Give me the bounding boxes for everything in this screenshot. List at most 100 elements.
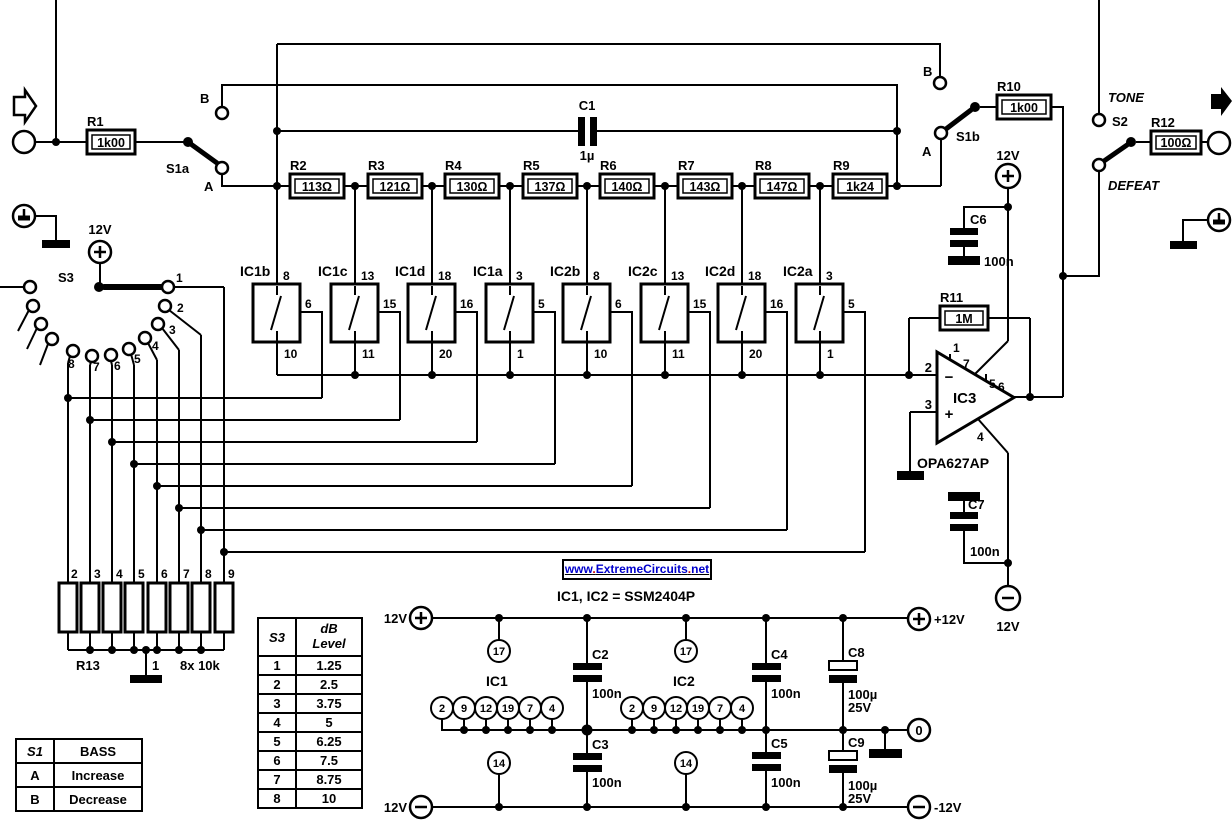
supply-12v-minus-ic3: 12V — [994, 584, 1022, 634]
rotary-switch-s3: 12V S3 1 2 3 4 5 6 7 8 — [22, 222, 184, 374]
svg-text:15: 15 — [383, 297, 397, 311]
svg-text:C3: C3 — [592, 737, 609, 752]
capacitor-c7: C7 100n — [948, 492, 1000, 559]
net-s3-drops — [67, 286, 225, 583]
s3-table-header: S3 — [257, 617, 297, 657]
plus12-label: +12V — [934, 612, 965, 627]
svg-text:16: 16 — [770, 297, 784, 311]
svg-text:4: 4 — [549, 703, 556, 715]
svg-text:147Ω: 147Ω — [767, 180, 798, 194]
s1b-a-label: A — [922, 144, 932, 159]
svg-text:1µ: 1µ — [580, 148, 595, 163]
resistor-r4: R4 130Ω — [443, 158, 501, 200]
net-ground-right — [1182, 219, 1208, 241]
svg-text:5: 5 — [538, 297, 545, 311]
s1a-b-label: B — [200, 91, 209, 106]
svg-text:13: 13 — [671, 269, 685, 283]
s2-label: S2 — [1112, 114, 1128, 129]
svg-text:IC2c: IC2c — [628, 263, 658, 279]
s1a-contact-a — [214, 160, 230, 176]
capacitor-c8: C8 100µ 25V — [828, 645, 877, 715]
net-s1b-r10 — [980, 106, 1064, 397]
svg-text:7: 7 — [183, 567, 190, 581]
resistor-r9: R9 1k24 — [831, 158, 889, 200]
svg-text:1k24: 1k24 — [846, 180, 874, 194]
svg-text:IC1b: IC1b — [240, 263, 270, 279]
power-section: IC1, IC2 = SSM2404P 12V 12V 17 17 14 14 … — [384, 588, 965, 820]
opamp-ic3: 2 3 − + IC3 1 7 5 6 4 OPA627AP — [897, 341, 1017, 480]
svg-text:6: 6 — [161, 567, 168, 581]
svg-text:8: 8 — [205, 567, 212, 581]
s1b-b-label: B — [923, 64, 932, 79]
resistor-r12: R12 100Ω — [1149, 115, 1203, 156]
svg-text:11: 11 — [362, 347, 375, 361]
net-ground-left — [35, 215, 57, 240]
net-switch-controls — [300, 311, 866, 552]
net-input — [35, 0, 188, 143]
svg-text:C5: C5 — [771, 736, 788, 751]
svg-text:3: 3 — [94, 567, 101, 581]
svg-text:IC2a: IC2a — [783, 263, 813, 279]
svg-text:−: − — [945, 369, 954, 386]
net-vplus — [963, 188, 1009, 341]
svg-text:4: 4 — [739, 703, 746, 715]
svg-text:R9: R9 — [833, 158, 850, 173]
svg-text:100n: 100n — [970, 544, 1000, 559]
resistor-network-r13: 2 3 4 5 6 7 8 9 R13 1 8x 10k — [57, 567, 235, 683]
svg-text:2: 2 — [439, 703, 445, 715]
svg-text:25V: 25V — [848, 791, 871, 806]
s1a-a-label: A — [204, 179, 214, 194]
s1b-label: S1b — [956, 129, 980, 144]
capacitor-c9: C9 100µ 25V — [828, 735, 877, 806]
resistor-r5: R5 137Ω — [521, 158, 579, 200]
svg-text:R4: R4 — [445, 158, 462, 173]
svg-text:9: 9 — [228, 567, 235, 581]
switch-s1b: S1b B A — [922, 64, 980, 159]
svg-text:6: 6 — [998, 380, 1005, 394]
svg-text:5: 5 — [134, 352, 141, 366]
analog-switch-ic1c: IC1c 13 15 11 — [318, 263, 397, 361]
s2-contact-defeat — [1091, 157, 1107, 173]
net-switch-tops — [354, 186, 821, 284]
svg-text:5: 5 — [989, 377, 996, 391]
svg-text:12: 12 — [670, 703, 682, 715]
analog-switch-ic2b: IC2b 8 6 10 — [550, 263, 622, 361]
s1a-lever — [185, 139, 220, 166]
svg-text:4: 4 — [152, 339, 159, 353]
svg-text:3: 3 — [169, 323, 176, 337]
resistor-r2: R2 113Ω — [288, 158, 346, 200]
svg-text:100Ω: 100Ω — [1161, 136, 1192, 150]
ground-left — [11, 203, 70, 248]
svg-text:IC1c: IC1c — [318, 263, 348, 279]
svg-text:100n: 100n — [592, 775, 622, 790]
svg-text:3: 3 — [826, 269, 833, 283]
svg-text:4: 4 — [977, 430, 984, 444]
svg-text:1M: 1M — [955, 312, 972, 326]
analog-switch-ic1d: IC1d 18 16 20 — [395, 263, 474, 361]
capacitor-c4: C4 100n — [752, 647, 801, 701]
svg-text:8: 8 — [283, 269, 290, 283]
svg-text:3: 3 — [925, 397, 932, 412]
analog-switch-ic1b: IC1b 8 6 10 — [240, 263, 312, 361]
capacitor-c3: C3 100n — [573, 737, 622, 790]
ic3-label: IC3 — [953, 390, 976, 407]
capacitor-c1: C1 1µ — [578, 98, 597, 163]
svg-text:8x 10k: 8x 10k — [180, 658, 221, 673]
svg-text:IC1a: IC1a — [473, 263, 503, 279]
svg-text:113Ω: 113Ω — [302, 180, 332, 194]
ground-bar — [130, 675, 162, 683]
net-r11-left — [908, 317, 940, 375]
analog-switch-ic2a: IC2a 3 5 1 — [783, 263, 855, 361]
svg-text:8: 8 — [593, 269, 600, 283]
net-switch-bottoms — [276, 342, 821, 375]
svg-text:+: + — [945, 406, 954, 423]
svg-text:6: 6 — [615, 297, 622, 311]
ic1-label: IC1 — [486, 673, 508, 689]
tone-label: TONE — [1108, 90, 1144, 105]
svg-text:143Ω: 143Ω — [690, 180, 721, 194]
svg-text:R11: R11 — [940, 290, 963, 305]
svg-text:12V: 12V — [384, 800, 407, 815]
svg-text:5: 5 — [138, 567, 145, 581]
net-pinrow-stubs — [463, 719, 743, 730]
